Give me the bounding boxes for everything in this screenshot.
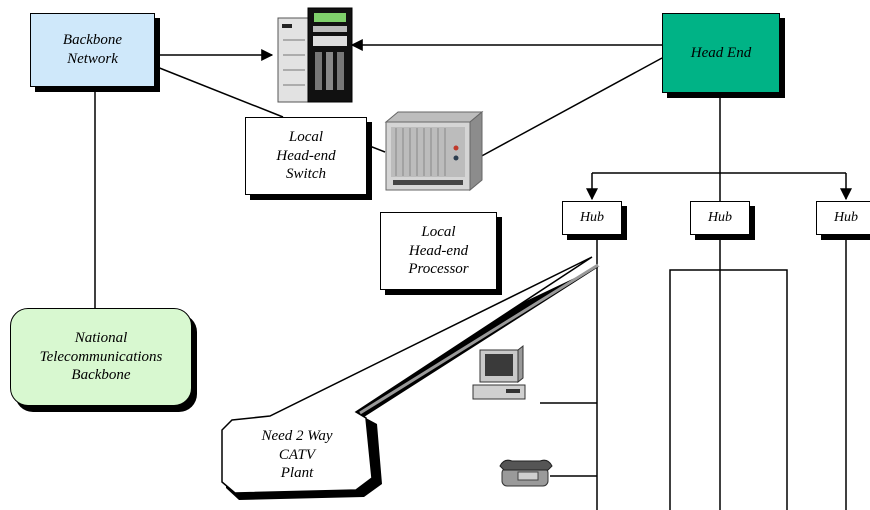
server-tower-icon [277, 7, 353, 103]
head-end-node: Head End [662, 13, 780, 93]
callout-balloon [221, 256, 600, 500]
local-head-end-processor-node: Local Head-end Processor [380, 212, 497, 290]
head-end-label: Head End [690, 44, 752, 61]
national-backbone-label: National Telecommunications Backbone [39, 329, 163, 384]
hub-node-1: Hub [562, 201, 622, 235]
switch-to-rack-link [366, 144, 386, 153]
backbone-to-switch-link [156, 66, 284, 118]
telephone-icon [499, 459, 553, 487]
hub-node-2: Hub [690, 201, 750, 235]
rack-chassis-icon [384, 110, 484, 192]
rack-to-headend-link [477, 57, 663, 159]
local-processor-label: Local Head-end Processor [408, 223, 469, 278]
backbone-network-label: Backbone Network [62, 32, 123, 67]
local-switch-label: Local Head-end Switch [276, 128, 336, 183]
hub-label: Hub [833, 210, 859, 226]
hub-label: Hub [579, 210, 605, 226]
backbone-network-node: Backbone Network [30, 13, 155, 87]
local-head-end-switch-node: Local Head-end Switch [245, 117, 367, 195]
national-telecommunications-backbone-node: National Telecommunications Backbone [10, 308, 192, 406]
hub-2-loop [669, 269, 788, 510]
hub-node-3: Hub [816, 201, 870, 235]
desktop-computer-icon [472, 344, 526, 400]
hub-label: Hub [707, 210, 733, 226]
callout-label: Need 2 Way CATV Plant [261, 427, 333, 482]
